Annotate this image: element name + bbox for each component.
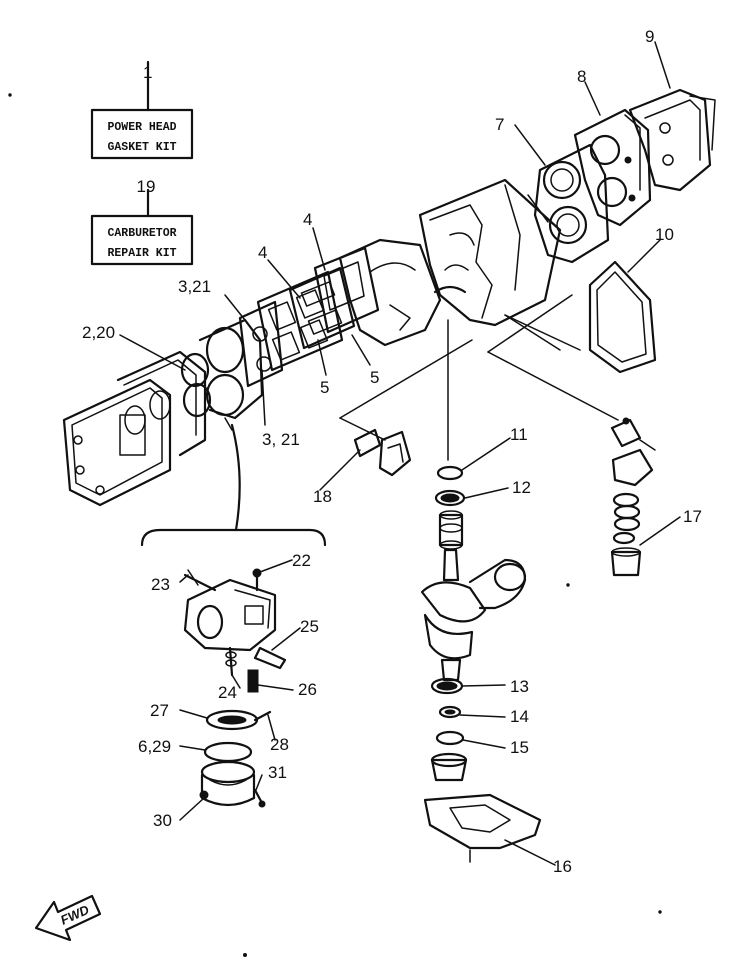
callout-26: 26 (298, 680, 317, 699)
callout-1: 1 (143, 63, 152, 82)
screw-22 (252, 568, 262, 592)
callout-22: 22 (292, 551, 311, 570)
callout-5-upper: 5 (370, 368, 379, 387)
callout-18: 18 (313, 487, 332, 506)
callout-11: 11 (510, 425, 528, 444)
callout-23: 23 (151, 575, 170, 594)
carburetor-kit-line2: REPAIR KIT (107, 247, 176, 260)
o-ring-15 (435, 730, 465, 746)
callout-9: 9 (645, 27, 654, 46)
bearing-14 (438, 705, 462, 719)
callout-3-21-lower: 3, 21 (262, 430, 300, 449)
callout-31: 31 (268, 763, 287, 782)
cylinder-head-gasket (533, 143, 610, 264)
cylinder-head-cover (628, 88, 716, 192)
power-head-gasket-kit-box: POWER HEAD GASKET KIT (90, 60, 194, 160)
callout-25: 25 (300, 617, 319, 636)
intake-cover (62, 350, 207, 507)
callout-3-21-upper: 3,21 (178, 277, 211, 296)
carburetor-repair-kit-box: CARBURETOR REPAIR KIT (90, 188, 194, 266)
callout-19: 19 (137, 177, 156, 196)
carburetor-body (183, 578, 277, 652)
lower-bearing-housing (430, 752, 468, 782)
callout-5-lower: 5 (320, 378, 329, 397)
callout-6-29: 6,29 (138, 737, 171, 756)
intake-manifold (180, 318, 264, 431)
callout-4-left: 4 (258, 243, 267, 262)
screw-23 (183, 569, 217, 592)
callout-2-20: 2,20 (82, 323, 115, 342)
callout-28: 28 (270, 735, 289, 754)
callout-10: 10 (655, 225, 674, 244)
callout-16: 16 (553, 857, 572, 876)
leader-lines (119, 41, 681, 866)
screw-31 (253, 788, 266, 808)
needle-valve-25 (253, 646, 287, 670)
jet-26 (247, 669, 259, 693)
carburetor-bracket (140, 423, 327, 547)
power-head-kit-line2: GASKET KIT (107, 141, 176, 154)
callout-4-right: 4 (303, 210, 312, 229)
callout-14: 14 (510, 707, 529, 726)
callout-labels: 2,20 3,21 3, 21 4 4 5 5 6,29 7 8 9 10 11… (82, 27, 702, 876)
crankshaft-seal-upper (434, 489, 466, 507)
callout-12: 12 (512, 478, 531, 497)
float-27 (205, 709, 259, 731)
crankshaft-seal-o-ring (436, 465, 464, 481)
crankshaft (420, 510, 527, 682)
forward-arrow-icon: FWD (34, 894, 102, 942)
bypass-cover (353, 428, 412, 477)
callout-8: 8 (577, 67, 586, 86)
gasket-6-29 (203, 741, 253, 763)
guide-lines (339, 294, 619, 461)
callout-27: 27 (150, 701, 169, 720)
carburetor-kit-line1: CARBURETOR (107, 227, 176, 240)
float-chamber (200, 760, 256, 807)
cylinder-block (418, 178, 562, 327)
callout-13: 13 (510, 677, 529, 696)
callout-7: 7 (495, 115, 504, 134)
cylinder-head (573, 108, 652, 227)
crankcase-cover (338, 238, 442, 347)
callout-17: 17 (683, 507, 702, 526)
fuel-pump (610, 417, 656, 577)
power-head-kit-line1: POWER HEAD (107, 121, 176, 134)
spring-24 (225, 646, 237, 677)
callout-30: 30 (153, 811, 172, 830)
callout-24: 24 (218, 683, 237, 702)
exhaust-cover (588, 260, 657, 374)
forward-arrow-label: FWD (58, 902, 92, 928)
pin-28 (253, 710, 272, 722)
gasket-16 (423, 793, 542, 863)
callout-15: 15 (510, 738, 529, 757)
